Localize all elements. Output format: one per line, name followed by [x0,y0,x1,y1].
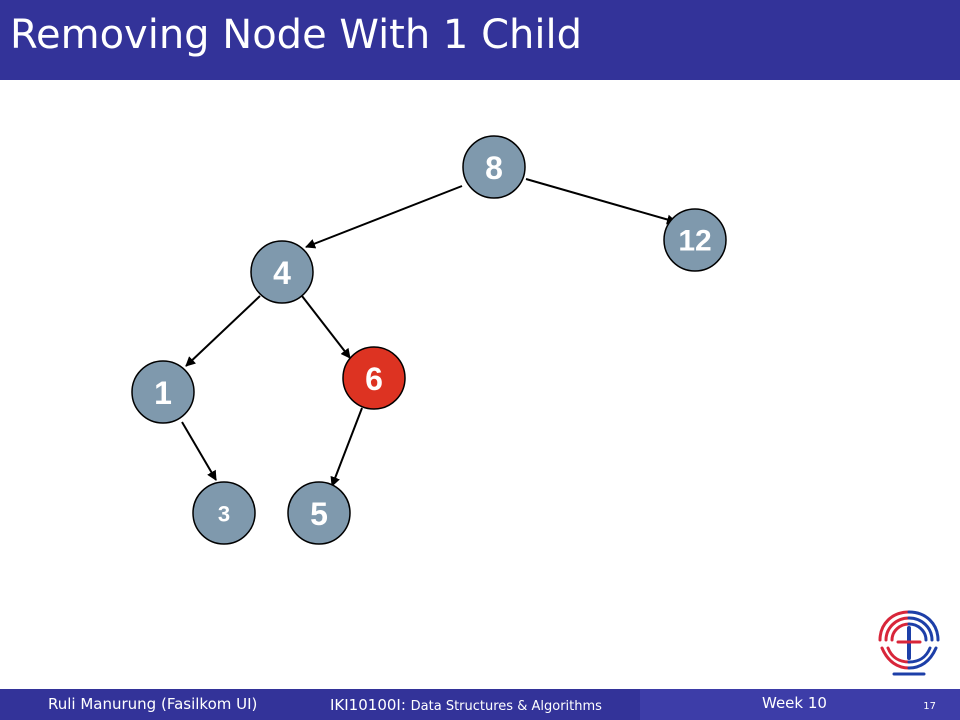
footer-author-panel: Ruli Manurung (Fasilkom UI) [0,689,322,720]
edge-1-3 [181,421,217,481]
node-label: 3 [218,502,230,527]
footer-course: IKI10100I: Data Structures & Algorithms [330,695,602,714]
tree-node: 1 [131,360,195,424]
tree-node-highlighted: 6 [342,346,406,410]
node-label: 8 [485,150,503,186]
edge-6-5 [330,407,363,487]
node-label: 5 [310,496,328,532]
footer-course-panel: IKI10100I: Data Structures & Algorithms [322,689,640,720]
footer-week-panel: Week 10 17 [640,689,960,720]
university-logo [878,610,940,676]
slide-title: Removing Node With 1 Child [10,12,582,58]
title-bar: Removing Node With 1 Child [0,0,960,80]
edge-8-4 [305,185,463,249]
node-label: 4 [273,255,291,291]
edge-8-12 [525,178,677,225]
node-label: 1 [154,375,172,411]
course-name: Data Structures & Algorithms [410,699,602,714]
course-code: IKI10100I: [330,696,411,714]
page-number: 17 [923,701,936,712]
tree-node: 8 [462,135,526,199]
node-label: 12 [678,225,711,258]
tree-node: 3 [192,481,256,545]
tree-node: 5 [287,481,351,545]
edge-4-6 [301,295,351,359]
node-label: 6 [365,361,383,397]
tree-node: 4 [250,240,314,304]
footer-author: Ruli Manurung (Fasilkom UI) [48,695,258,713]
footer: Ruli Manurung (Fasilkom UI) IKI10100I: D… [0,689,960,720]
edge-4-1 [185,295,261,367]
tree-node: 12 [663,208,727,272]
footer-week: Week 10 [762,694,827,712]
